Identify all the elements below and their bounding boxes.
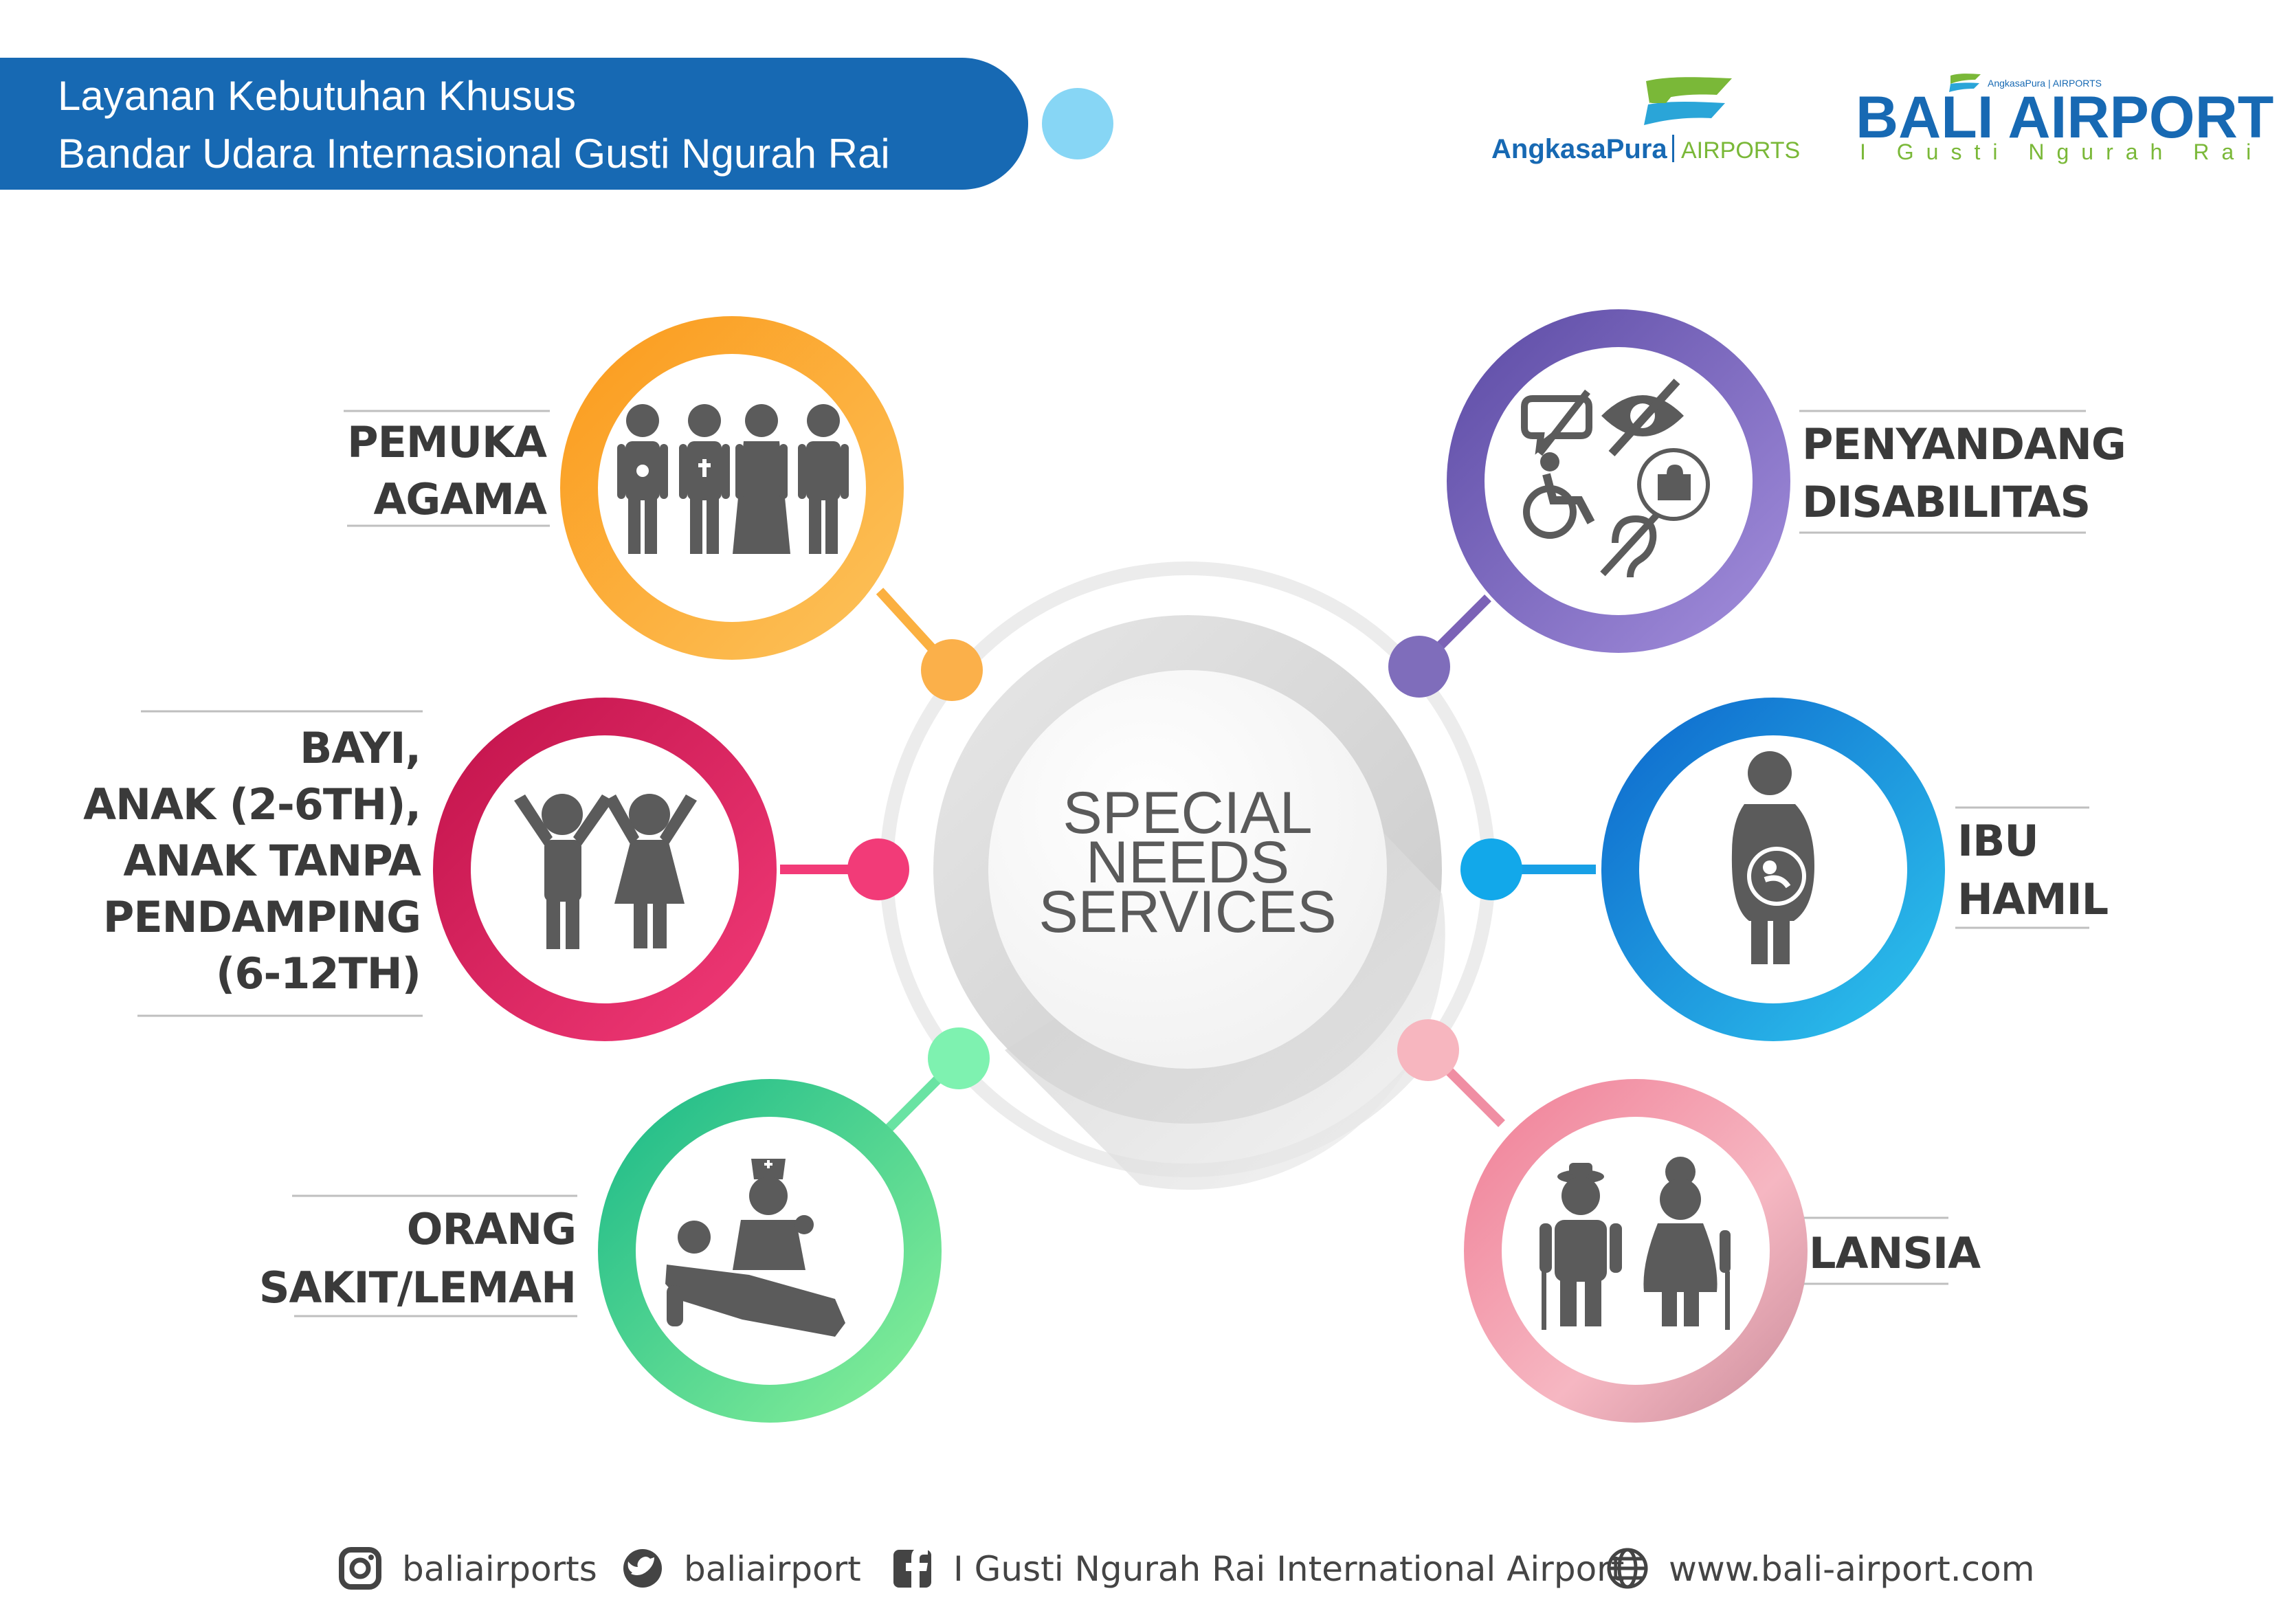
footer: baliairports baliairport I Gusti Ngurah … <box>339 1547 2034 1590</box>
connectors <box>780 588 1596 1134</box>
center-line3: SERVICES <box>1038 879 1336 945</box>
patient-nurse-icon <box>665 1159 845 1337</box>
center-inner <box>988 670 1387 1069</box>
footer-facebook-page[interactable]: I Gusti Ngurah Rai International Airport <box>953 1549 1624 1589</box>
center-hub: SPECIAL NEEDS SERVICES <box>880 561 1496 1190</box>
ring-pemuka-inner <box>598 354 866 622</box>
label-disabilitas-line1: PENYANDANG <box>1802 419 2126 469</box>
instagram-icon[interactable] <box>339 1547 381 1590</box>
ring-disabilitas-inner <box>1485 347 1753 615</box>
header-title-line1: Layanan Kebutuhan Khusus <box>58 73 576 119</box>
node-sakit <box>928 1027 990 1089</box>
header-banner <box>0 58 1028 190</box>
category-ibu-hamil: IBU HAMIL <box>1601 698 2109 1041</box>
disability-icons <box>1521 378 1710 578</box>
category-bayi-anak: BAYI, ANAK (2-6TH), ANAK TANPA PENDAMPIN… <box>83 698 777 1041</box>
category-disabilitas: PENYANDANG DISABILITAS <box>1447 309 2126 653</box>
label-bayi-line5: (6-12TH) <box>216 948 421 999</box>
node-lansia <box>1397 1019 1459 1081</box>
node-pemuka <box>921 639 983 701</box>
footer-twitter-handle[interactable]: baliairport <box>684 1549 861 1589</box>
bali-airport-title: BALI AIRPORT <box>1856 85 2274 151</box>
eye-disabled-icon <box>1601 378 1684 457</box>
elderly-couple-icon <box>1539 1157 1731 1330</box>
ring-bayi-inner <box>471 735 739 1003</box>
label-lansia: LANSIA <box>1809 1228 1981 1278</box>
angkasapura-swoosh-icon <box>1644 77 1732 125</box>
bali-airport-logo: AngkasaPura | AIRPORTS BALI AIRPORT I Gu… <box>1856 74 2274 164</box>
hearing-disabled-icon <box>1600 513 1659 578</box>
label-bayi-line4: PENDAMPING <box>103 892 421 942</box>
label-pemuka-line1: PEMUKA <box>347 417 547 467</box>
children-icon <box>514 794 697 949</box>
globe-icon[interactable] <box>1607 1548 1648 1589</box>
header-bubble <box>1042 88 1113 159</box>
label-hamil-line2: HAMIL <box>1957 874 2108 924</box>
header: Layanan Kebutuhan Khusus Bandar Udara In… <box>0 58 1113 190</box>
node-disabilitas <box>1388 636 1450 698</box>
center-line2: NEEDS <box>1086 830 1289 896</box>
label-sakit-line1: ORANG <box>407 1204 576 1254</box>
puzzle-cognitive-icon <box>1637 448 1710 521</box>
bali-airport-mini: AngkasaPura | AIRPORTS <box>1988 78 2102 89</box>
category-orang-sakit: ORANG SAKIT/LEMAH <box>259 1079 942 1423</box>
header-title-line2: Bandar Udara Internasional Gusti Ngurah … <box>58 131 890 177</box>
wheelchair-icon <box>1523 452 1595 539</box>
node-hamil <box>1460 838 1522 900</box>
label-bayi-line1: BAYI, <box>300 723 421 773</box>
religious-leaders-icon <box>617 404 849 554</box>
center-line1: SPECIAL <box>1063 780 1312 846</box>
node-bayi <box>847 838 909 900</box>
label-pemuka-line2: AGAMA <box>373 474 547 524</box>
angkasapura-name: AngkasaPura <box>1491 134 1667 164</box>
bali-airport-subtitle: I Gusti Ngurah Rai <box>1860 140 2263 164</box>
footer-instagram-handle[interactable]: baliairports <box>402 1549 597 1589</box>
label-hamil-line1: IBU <box>1957 816 2038 866</box>
label-bayi-line3: ANAK TANPA <box>123 836 421 886</box>
label-bayi-line2: ANAK (2-6TH), <box>83 779 421 830</box>
pregnant-woman-icon <box>1731 751 1814 964</box>
angkasapura-suffix: AIRPORTS <box>1681 137 1800 164</box>
twitter-icon[interactable] <box>623 1549 662 1588</box>
category-lansia: LANSIA <box>1464 1079 1981 1423</box>
bali-airport-swoosh-icon <box>1949 74 1981 92</box>
label-disabilitas-line2: DISABILITAS <box>1802 477 2090 527</box>
logo-divider <box>1672 135 1674 162</box>
angkasapura-logo: AngkasaPura AIRPORTS <box>1491 77 1800 164</box>
speech-disabled-icon <box>1521 389 1592 456</box>
label-sakit-line2: SAKIT/LEMAH <box>259 1263 576 1313</box>
footer-website[interactable]: www.bali-airport.com <box>1669 1549 2034 1589</box>
category-pemuka-agama: PEMUKA AGAMA <box>344 316 904 660</box>
facebook-icon[interactable] <box>893 1548 931 1588</box>
